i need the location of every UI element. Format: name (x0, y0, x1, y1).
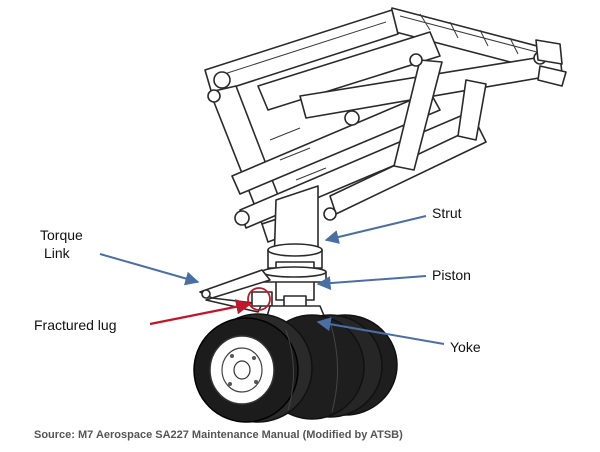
fractured-lug-arrow (149, 299, 252, 326)
label-torque-link-line1: Torque (40, 227, 83, 243)
source-caption: Source: M7 Aerospace SA227 Maintenance M… (34, 429, 403, 441)
label-strut: Strut (432, 205, 462, 221)
label-torque-link-line2: Link (44, 245, 71, 261)
torque-link-arrow (99, 253, 200, 286)
yoke-arrow (316, 317, 445, 345)
strut (267, 185, 323, 269)
label-yoke: Yoke (450, 339, 481, 355)
label-piston: Piston (432, 267, 471, 283)
upper-frame (204, 7, 567, 243)
strut-arrow (324, 215, 427, 244)
label-fractured-lug: Fractured lug (34, 317, 116, 333)
fractured-lug-highlight (247, 287, 271, 311)
piston (261, 261, 327, 317)
wheels (193, 313, 398, 423)
piston-arrow (316, 275, 427, 291)
